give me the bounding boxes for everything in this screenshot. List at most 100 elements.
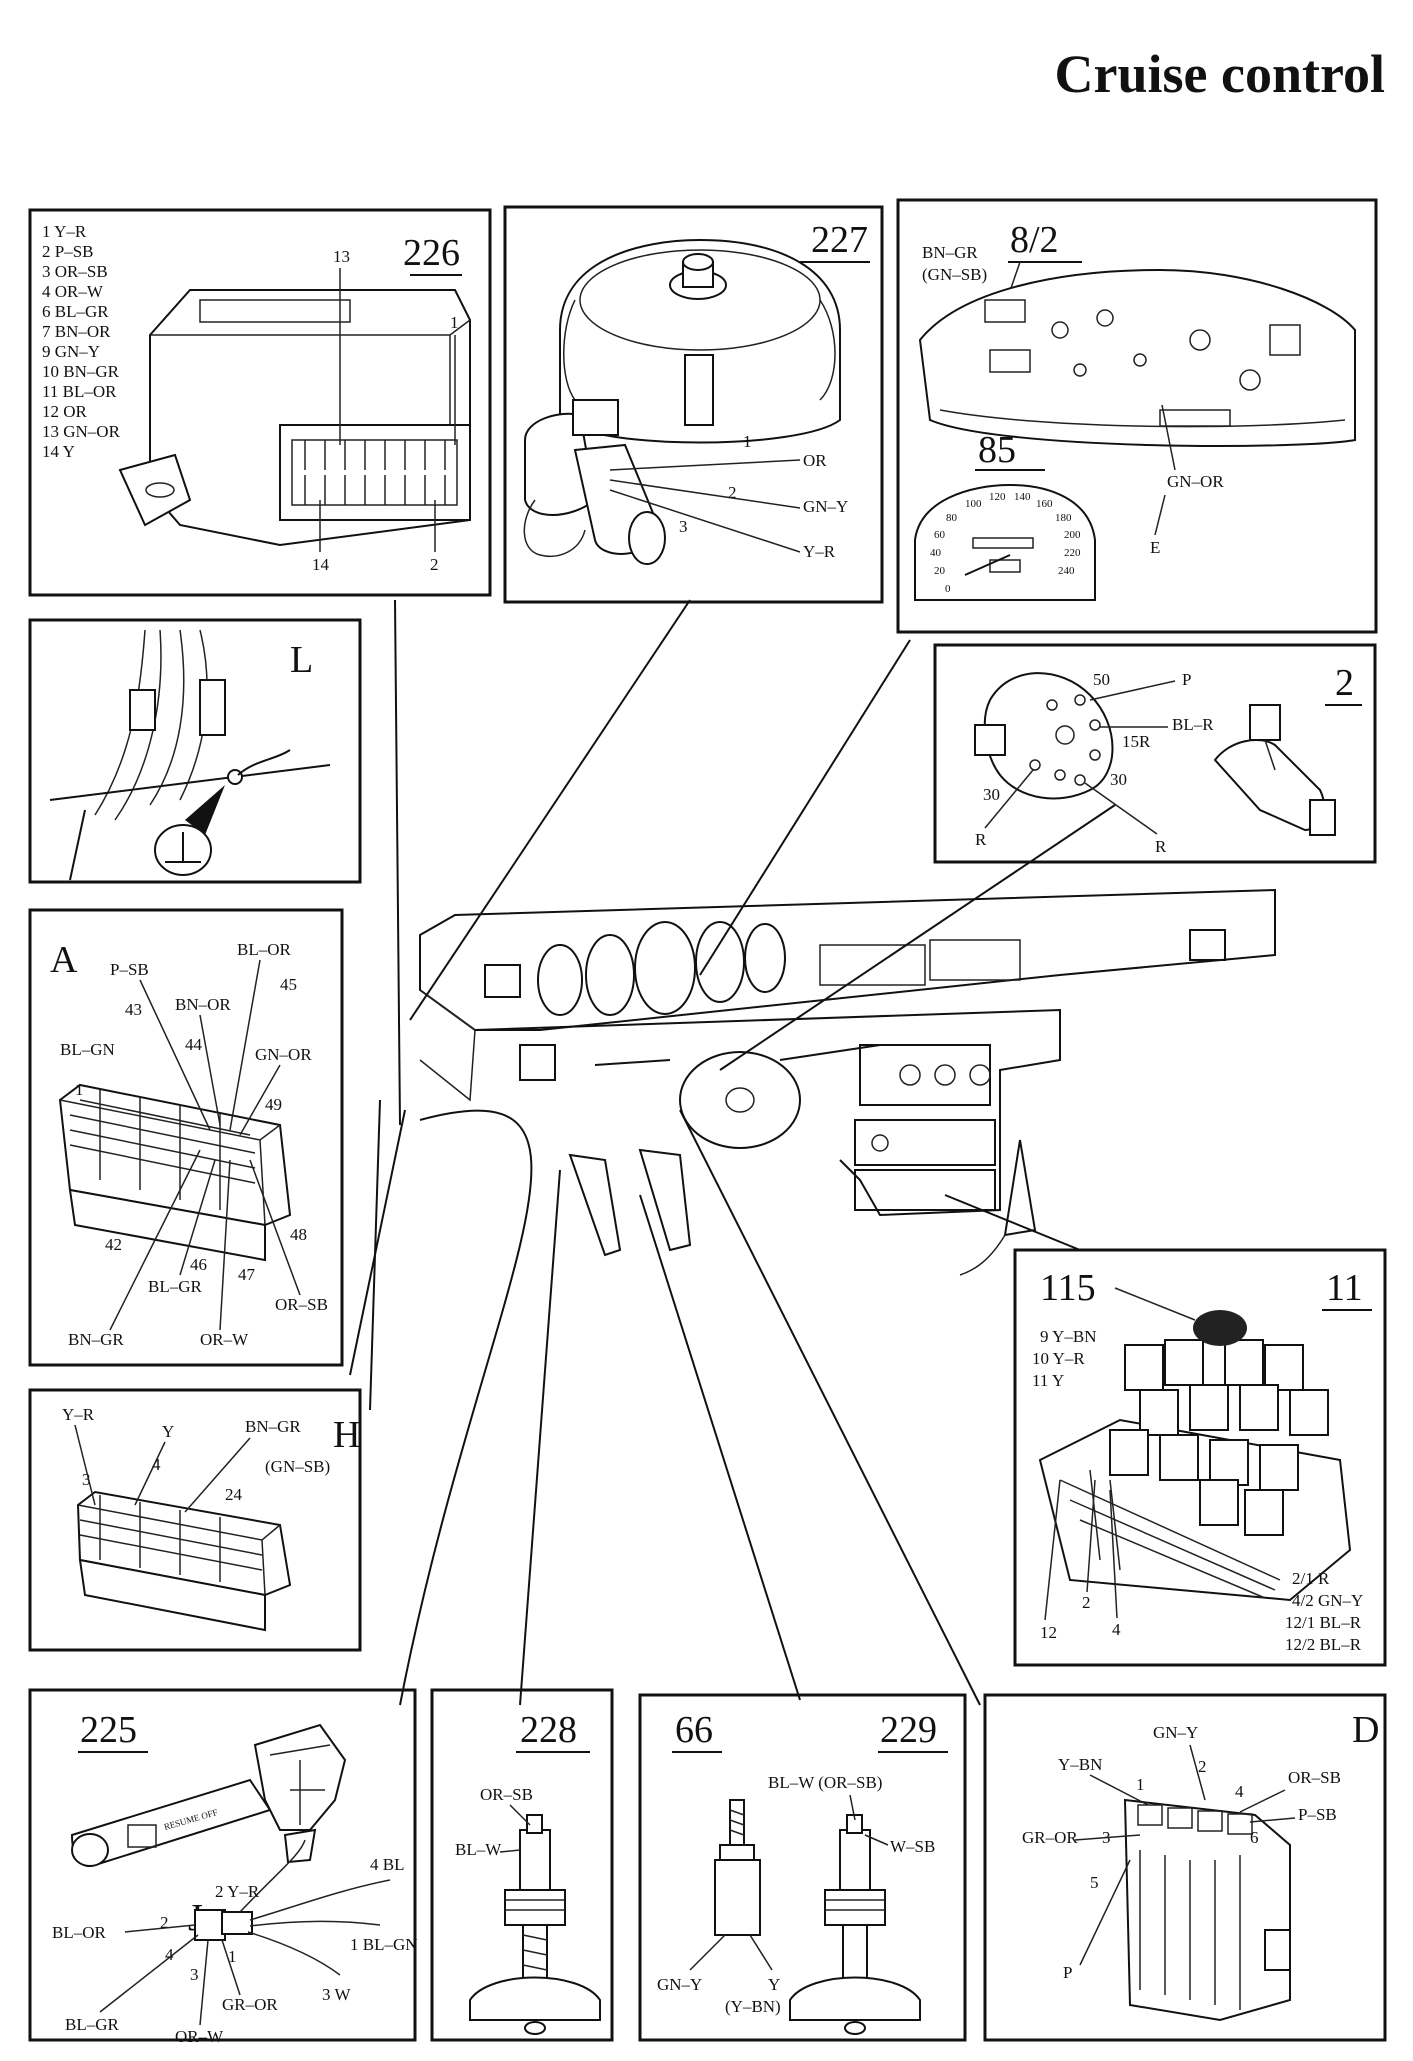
pin-label: 44 bbox=[185, 1035, 203, 1054]
callout-3: 3 bbox=[679, 517, 688, 536]
pin-list-226: 1 Y–R 2 P–SB 3 OR–SB 4 OR–W 6 BL–GR 7 BN… bbox=[42, 222, 121, 461]
wire-label-bn-gr: BN–GR bbox=[922, 243, 978, 262]
panel-226-control-module: 226 1 Y–R 2 P–SB 3 OR–SB 4 OR–W 6 BL–GR … bbox=[28, 208, 492, 597]
relay-number-115: 115 bbox=[1040, 1267, 1096, 1309]
wire-label: BL–W bbox=[455, 1840, 502, 1859]
wire-label: GN–Y bbox=[657, 1975, 702, 1994]
terminal-label: R bbox=[975, 830, 987, 849]
pin-label: 46 bbox=[190, 1255, 207, 1274]
wire-label: 1 BL–GN bbox=[350, 1935, 418, 1954]
pin-label: 6 BL–GR bbox=[42, 302, 109, 321]
pin-label: 2 bbox=[160, 1913, 169, 1932]
pin-label: 12 OR bbox=[42, 402, 88, 421]
panel-letter-l: L bbox=[290, 639, 313, 681]
terminal-label: 50 bbox=[1093, 670, 1110, 689]
callout-14: 14 bbox=[312, 555, 330, 574]
speed-tick: 80 bbox=[946, 512, 958, 524]
wire-label: OR–SB bbox=[275, 1295, 328, 1314]
terminal-label: 30 bbox=[1110, 770, 1127, 789]
relay-list-item: 9 Y–BN bbox=[1040, 1327, 1097, 1346]
callout-2: 2 bbox=[728, 483, 737, 502]
fuse-callout: 4 bbox=[1112, 1620, 1121, 1639]
callout-e: E bbox=[1150, 538, 1160, 557]
ignition-switch-drawing bbox=[974, 672, 1336, 836]
wire-label: Y bbox=[768, 1975, 780, 1994]
wire-label: OR–SB bbox=[1288, 1768, 1341, 1787]
pin-label: 2 P–SB bbox=[42, 242, 94, 261]
wire-label: BL–W (OR–SB) bbox=[768, 1773, 882, 1792]
pin-label: 3 OR–SB bbox=[42, 262, 108, 281]
fuse-callout: 2 bbox=[1082, 1593, 1091, 1612]
wire-label: BL–GN bbox=[60, 1040, 115, 1059]
fuse-list-item: 12/2 BL–R bbox=[1285, 1635, 1362, 1654]
panel-number-66: 66 bbox=[675, 1709, 713, 1751]
wire-label: GN–Y bbox=[1153, 1723, 1198, 1742]
wire-label: GR–OR bbox=[222, 1995, 278, 2014]
panel-number-226: 226 bbox=[403, 232, 460, 274]
speed-tick: 200 bbox=[1064, 529, 1081, 541]
wire-label-gn-or: GN–OR bbox=[1167, 472, 1224, 491]
panel-number-11: 11 bbox=[1326, 1267, 1363, 1309]
pin-label: 13 GN–OR bbox=[42, 422, 121, 441]
wire-label: (Y–BN) bbox=[725, 1997, 781, 2016]
speed-tick: 220 bbox=[1064, 547, 1081, 559]
wire-label: 2 Y–R bbox=[215, 1882, 260, 1901]
pin-label: 7 BN–OR bbox=[42, 322, 111, 341]
wire-label: BN–OR bbox=[175, 995, 231, 1014]
speed-tick: 180 bbox=[1055, 512, 1072, 524]
speed-tick: 60 bbox=[934, 529, 946, 541]
fuse-list-item: 2/1 R bbox=[1292, 1569, 1330, 1588]
stalk-drawing: RESUME OFF bbox=[70, 1723, 347, 1867]
pin-label: 14 Y bbox=[42, 442, 75, 461]
terminal-label: 30 bbox=[983, 785, 1000, 804]
control-module-drawing bbox=[118, 289, 471, 547]
connector-a-drawing bbox=[58, 1083, 292, 1262]
pin-label: 1 bbox=[228, 1947, 237, 1966]
wire-label: P–SB bbox=[1298, 1805, 1337, 1824]
panel-229-clutch-switch: 66 229 BL–W (OR–SB) W–SB GN–Y Y (Y–BN) bbox=[638, 1693, 967, 2042]
wire-label: OR–W bbox=[200, 1330, 249, 1349]
relay-box-drawing bbox=[1038, 1310, 1352, 1602]
panel-h-connector: H Y–R Y BN–GR (GN–SB) 3 4 24 bbox=[28, 1388, 362, 1652]
speed-tick: 100 bbox=[965, 498, 982, 510]
panel-l-ground: L bbox=[28, 618, 362, 884]
wire-label: Y–BN bbox=[1058, 1755, 1102, 1774]
wire-label: BL–GR bbox=[65, 2015, 120, 2034]
panel-a-connector: A P–SB BL–OR 45 43 BN–OR 44 GN–OR BL–GN … bbox=[28, 908, 344, 1367]
relay-list-item: 11 Y bbox=[1032, 1371, 1064, 1390]
wire-label: (GN–SB) bbox=[265, 1457, 330, 1476]
pin-label: P bbox=[1063, 1963, 1072, 1982]
pin-label: 3 bbox=[82, 1470, 91, 1489]
wire-label: 3 W bbox=[322, 1985, 351, 2004]
wire-label-or: OR bbox=[803, 451, 827, 470]
panel-227-actuator: 227 1 2 3 OR GN–Y Y–R bbox=[503, 205, 884, 604]
wire-label: OR–SB bbox=[480, 1785, 533, 1804]
speed-tick: 40 bbox=[930, 547, 942, 559]
speed-tick: 20 bbox=[934, 565, 946, 577]
panel-number-229: 229 bbox=[880, 1709, 937, 1751]
panel-228-brake-switch: 228 OR–SB BL–W bbox=[430, 1688, 614, 2042]
pin-label: 3 bbox=[190, 1965, 199, 1984]
switch-228-drawing bbox=[469, 1814, 601, 2035]
wire-label-gn-sb: (GN–SB) bbox=[922, 265, 987, 284]
panel-2-ignition-switch: 2 50 P BL–R 15R 30 30 R R bbox=[933, 643, 1377, 864]
wire-label-gn-y: GN–Y bbox=[803, 497, 848, 516]
wire-label: BN–GR bbox=[245, 1417, 301, 1436]
connector-d-drawing bbox=[1123, 1798, 1291, 2022]
pin-label: 4 OR–W bbox=[42, 282, 104, 301]
speed-tick: 120 bbox=[989, 491, 1006, 503]
speedometer-number: 85 bbox=[978, 429, 1016, 471]
speed-tick: 140 bbox=[1014, 491, 1031, 503]
speedometer-dial: 0 20 40 60 80 100 120 140 160 180 200 22… bbox=[914, 483, 1096, 601]
speed-tick: 160 bbox=[1036, 498, 1053, 510]
pin-label: 5 bbox=[1090, 1873, 1099, 1892]
switch-229-drawing bbox=[789, 1814, 921, 2035]
pin-label: 1 bbox=[75, 1080, 84, 1099]
panel-11-relay-box: 11 115 9 Y–BN 10 Y–R 11 Y 12 bbox=[1013, 1248, 1387, 1667]
pin-label: 4 bbox=[1235, 1782, 1244, 1801]
wire-label: Y bbox=[162, 1422, 174, 1441]
panel-letter-a: A bbox=[50, 939, 78, 981]
wire-label: BL–GR bbox=[148, 1277, 203, 1296]
wire-label: P–SB bbox=[110, 960, 149, 979]
